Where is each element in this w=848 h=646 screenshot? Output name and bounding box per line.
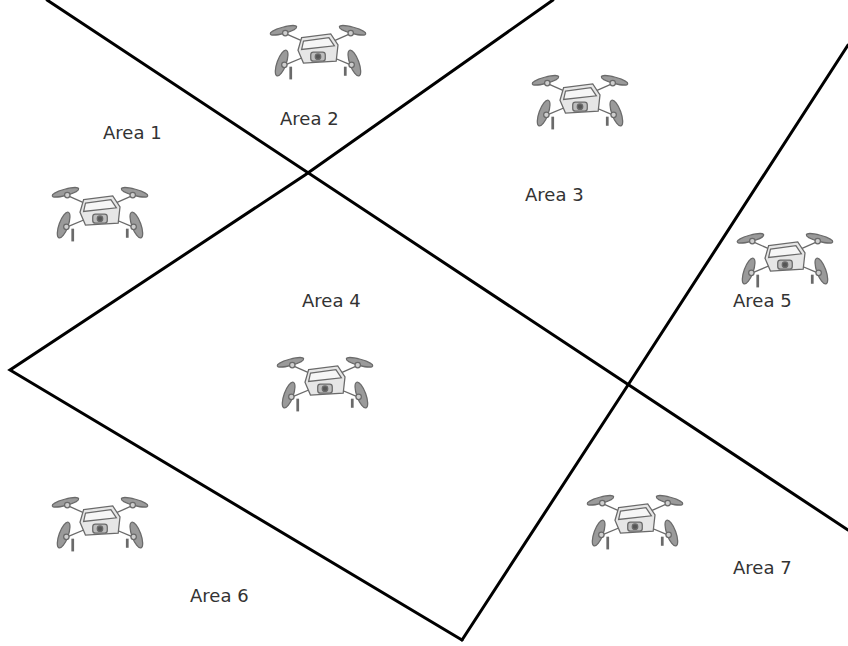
area-label: Area 3	[525, 184, 584, 206]
area-borders	[10, 0, 848, 640]
area-label: Area 4	[302, 290, 361, 312]
area-label: Area 1	[103, 122, 162, 144]
area-label: Area 5	[733, 290, 792, 312]
area-label: Area 7	[733, 557, 792, 579]
area-label: Area 6	[190, 585, 249, 607]
drone-icons	[51, 24, 833, 552]
area-label: Area 2	[280, 108, 339, 130]
